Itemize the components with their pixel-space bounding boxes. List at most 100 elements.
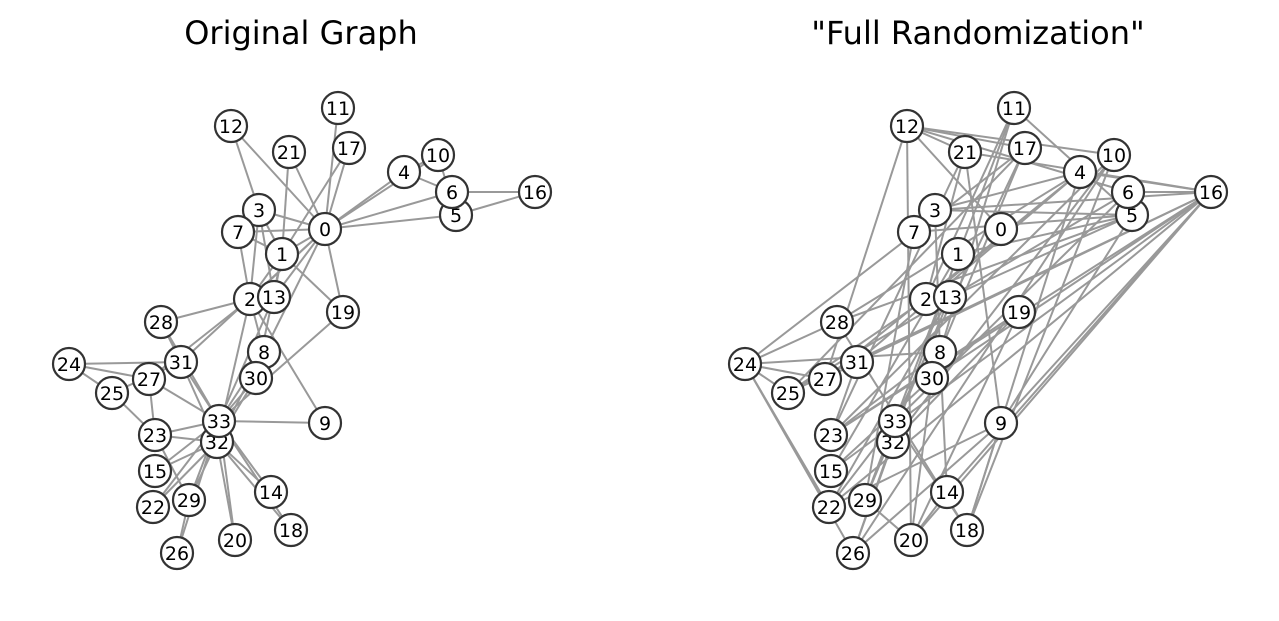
original-edge-0-6 (324, 191, 453, 230)
randomized-node-label: 29 (853, 490, 877, 512)
randomized-node-circle (1110, 174, 1146, 210)
original-node-circle (94, 375, 130, 411)
original-node-circle (131, 361, 167, 397)
original-node-circle (217, 522, 253, 558)
randomized-node-circle (929, 474, 965, 510)
randomized-node-label: 5 (1126, 205, 1138, 227)
randomized-node-label: 14 (935, 482, 959, 504)
randomized-node-label: 19 (1007, 302, 1031, 324)
randomized-node-label: 27 (813, 369, 837, 391)
original-node-label: 14 (259, 482, 283, 504)
randomized-node-circle (917, 192, 953, 228)
randomized-node-circle (839, 344, 875, 380)
randomized-node-label: 15 (819, 461, 843, 483)
original-node-label: 23 (143, 425, 167, 447)
original-node-label: 31 (169, 352, 193, 374)
randomized-node-circle (889, 108, 925, 144)
randomized-node-circle (914, 360, 950, 396)
original-node-label: 22 (141, 497, 165, 519)
randomized-node-label: 25 (776, 383, 800, 405)
randomized-edge-5-13 (949, 214, 1133, 298)
original-node-label: 16 (523, 182, 547, 204)
original-node-3: 3 (241, 192, 277, 228)
original-node-circle (434, 174, 470, 210)
randomized-edge-19-20 (910, 311, 1020, 541)
original-node-circle (264, 236, 300, 272)
randomized-node-circle (1001, 294, 1037, 330)
randomized-node-3: 3 (917, 192, 953, 228)
original-node-27: 27 (131, 361, 167, 397)
original-node-19: 19 (325, 294, 361, 330)
original-edge-1-17 (281, 147, 350, 255)
randomized-node-10: 10 (1096, 137, 1132, 173)
original-node-33: 33 (201, 403, 237, 439)
original-node-25: 25 (94, 375, 130, 411)
original-node-label: 8 (258, 342, 270, 364)
randomized-node-21: 21 (947, 134, 983, 170)
randomized-node-13: 13 (932, 279, 968, 315)
original-node-circle (171, 482, 207, 518)
randomized-edge-13-22 (828, 296, 951, 508)
randomized-node-circle (1062, 154, 1098, 190)
randomized-node-19: 19 (1001, 294, 1037, 330)
randomized-node-label: 26 (841, 543, 865, 565)
original-node-20: 20 (217, 522, 253, 558)
original-node-circle (331, 130, 367, 166)
randomized-node-circle (1096, 137, 1132, 173)
randomized-node-circle (996, 90, 1032, 126)
randomized-node-16: 16 (1193, 174, 1229, 210)
original-node-label: 19 (331, 302, 355, 324)
original-node-10: 10 (420, 137, 456, 173)
randomized-node-circle (813, 453, 849, 489)
original-node-9: 9 (307, 405, 343, 441)
randomized-node-label: 33 (883, 411, 907, 433)
original-node-circle (241, 192, 277, 228)
randomized-node-label: 0 (995, 219, 1007, 241)
randomized-node-14: 14 (929, 474, 965, 510)
original-node-label: 21 (277, 142, 301, 164)
randomized-node-label: 2 (920, 289, 932, 311)
randomized-edge-17-8 (939, 147, 1026, 353)
randomized-node-31: 31 (839, 344, 875, 380)
original-edge-24-31 (68, 361, 182, 365)
randomized-node-label: 4 (1074, 162, 1086, 184)
randomized-node-4: 4 (1062, 154, 1098, 190)
randomized-node-circle (983, 211, 1019, 247)
original-node-circle (163, 344, 199, 380)
original-edge-13-33 (218, 296, 275, 422)
original-node-circle (271, 134, 307, 170)
original-node-label: 27 (137, 369, 161, 391)
randomized-node-circle (1193, 174, 1229, 210)
original-node-16: 16 (517, 174, 553, 210)
original-node-circle (307, 405, 343, 441)
original-node-label: 17 (337, 138, 361, 160)
randomized-node-label: 7 (908, 222, 920, 244)
randomized-edge-12-20 (906, 125, 912, 541)
original-node-label: 33 (207, 411, 231, 433)
randomized-node-label: 13 (938, 287, 962, 309)
original-node-18: 18 (273, 512, 309, 548)
randomized-edge-11-30 (931, 107, 1015, 379)
original-node-label: 7 (232, 222, 244, 244)
randomized-node-0: 0 (983, 211, 1019, 247)
original-node-label: 26 (165, 543, 189, 565)
randomized-node-circle (940, 236, 976, 272)
original-node-label: 25 (100, 383, 124, 405)
original-node-label: 4 (398, 162, 410, 184)
randomized-edge-9-18 (966, 422, 1002, 531)
original-node-label: 5 (450, 205, 462, 227)
original-node-circle (325, 294, 361, 330)
randomized-node-circle (1007, 130, 1043, 166)
randomized-node-circle (819, 304, 855, 340)
randomized-node-1: 1 (940, 236, 976, 272)
original-node-circle (307, 211, 343, 247)
left-graph-title: Original Graph (184, 14, 418, 52)
original-node-1: 1 (264, 236, 300, 272)
original-node-circle (159, 535, 195, 571)
original-node-circle (320, 90, 356, 126)
original-node-15: 15 (137, 453, 173, 489)
randomized-node-30: 30 (914, 360, 950, 396)
original-node-0: 0 (307, 211, 343, 247)
randomized-edge-19-32 (892, 311, 1020, 443)
original-node-label: 15 (143, 461, 167, 483)
